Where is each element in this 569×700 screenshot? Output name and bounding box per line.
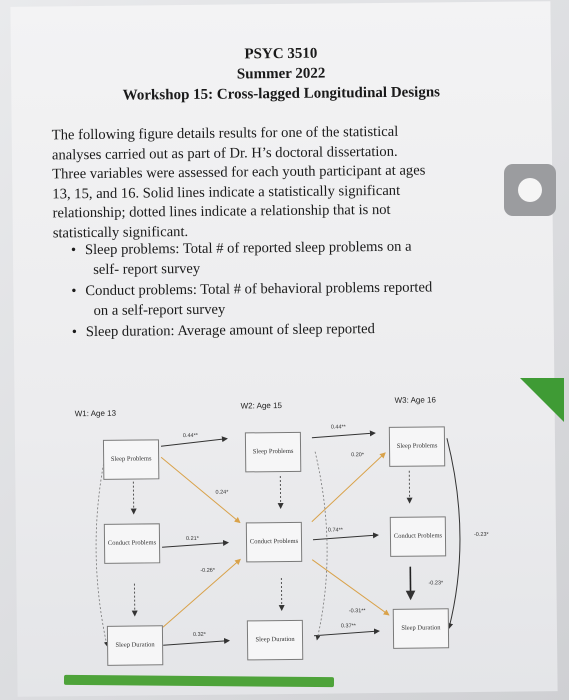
coef-cross-w2-top: 0.20* [351,452,365,459]
coef-cross-w1-mid: -0.26* [200,567,216,574]
path-duration-w1-w2 [163,637,231,646]
coef-duration-w2-w3: 0.37** [340,623,356,630]
box-w3-conduct-problems: Conduct Problems [389,516,447,557]
wave-label-w2: W2: Age 15 [240,401,282,411]
path-duration-w2-w3 [313,628,380,637]
path-conduct-w2-w3 [312,532,379,541]
document-page: PSYC 3510 Summer 2022 Workshop 15: Cross… [10,1,558,697]
path-conduct-w1-w2 [162,539,230,548]
overlay-toggle-button[interactable] [504,164,556,216]
box-w1-conduct-problems: Conduct Problems [103,523,161,564]
coef-conduct-w1-w2: 0.21* [185,535,199,543]
coef-duration-w1-w2: 0.32* [192,631,206,638]
coef-cross-w1-top: 0.24* [215,489,229,496]
box-w3-sleep-duration: Sleep Duration [392,608,450,649]
coef-w3-outer: -0.23* [473,531,489,539]
box-w2-sleep-problems: Sleep Problems [244,431,302,473]
green-corner-decoration [520,378,564,422]
path-cross-w1-duration-to-w2-conduct [162,558,241,628]
path-sleep-w1-w2 [160,436,228,447]
coef-w3-conduct-duration: -0.23* [428,580,444,587]
wave-label-w1: W1: Age 13 [74,408,117,419]
coef-sleep-w2-w3: 0.44** [330,424,346,431]
path-cross-w2-conduct-to-w3-sleep [311,452,386,523]
path-cross-w2-conduct-to-w3-duration [311,559,390,616]
cross-lagged-diagram: W1: Age 13 W2: Age 15 W3: Age 16 Sleep P… [10,1,550,666]
path-w2-outer [314,451,328,641]
path-w1-outer [95,455,109,647]
box-w3-sleep-problems: Sleep Problems [388,426,446,467]
coef-conduct-w2-w3: 0.74** [327,527,343,534]
wave-label-w3: W3: Age 16 [394,395,436,405]
path-w3-outer [446,438,461,630]
toggle-knob [518,178,542,202]
box-w2-sleep-duration: Sleep Duration [246,619,304,661]
box-w1-sleep-duration: Sleep Duration [106,625,164,666]
box-w2-conduct-problems: Conduct Problems [245,521,303,563]
coef-sleep-w1-w2: 0.44** [182,432,198,440]
path-sleep-w2-w3 [311,430,376,439]
diagram-arrows [95,430,461,647]
path-cross-w1-sleep-to-w2-conduct [160,456,241,524]
box-w1-sleep-problems: Sleep Problems [102,439,160,480]
coef-cross-w2-low: -0.31** [348,608,366,615]
